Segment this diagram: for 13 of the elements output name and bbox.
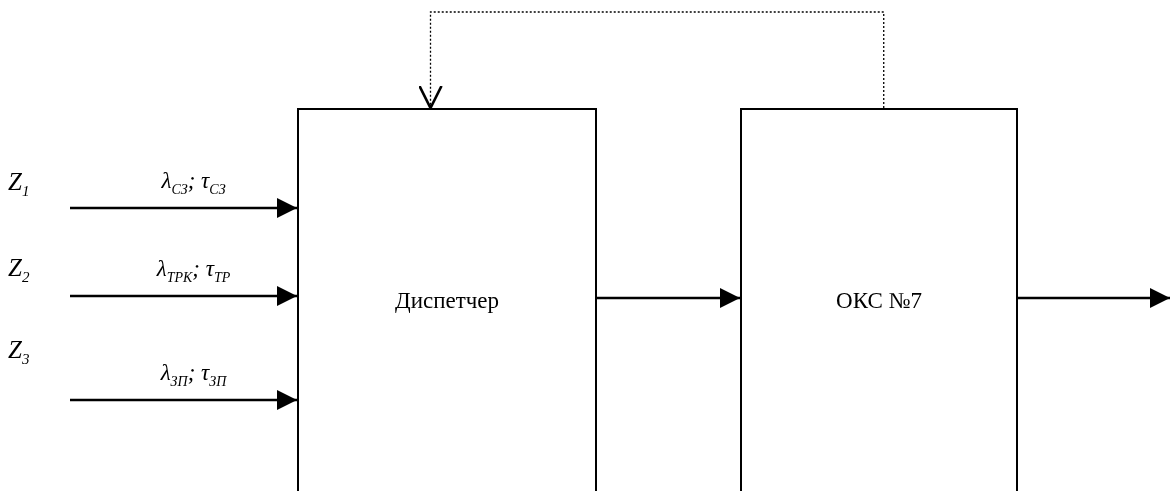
arrow <box>70 390 297 410</box>
input-signal-label: Z$_{3}$ <box>8 336 30 363</box>
arrow <box>70 198 297 218</box>
input-signal-label: Z$_{1}$ <box>8 168 30 195</box>
box-label: Диспетчер <box>394 287 500 314</box>
feedback-arrow <box>418 11 885 110</box>
process-box <box>297 108 597 491</box>
arrow <box>70 286 297 306</box>
input-signal-label: Z$_{2}$ <box>8 254 30 281</box>
box-label: ОКС №7 <box>836 287 922 314</box>
arrow <box>1018 288 1170 308</box>
arrow <box>597 288 740 308</box>
process-box <box>740 108 1018 491</box>
